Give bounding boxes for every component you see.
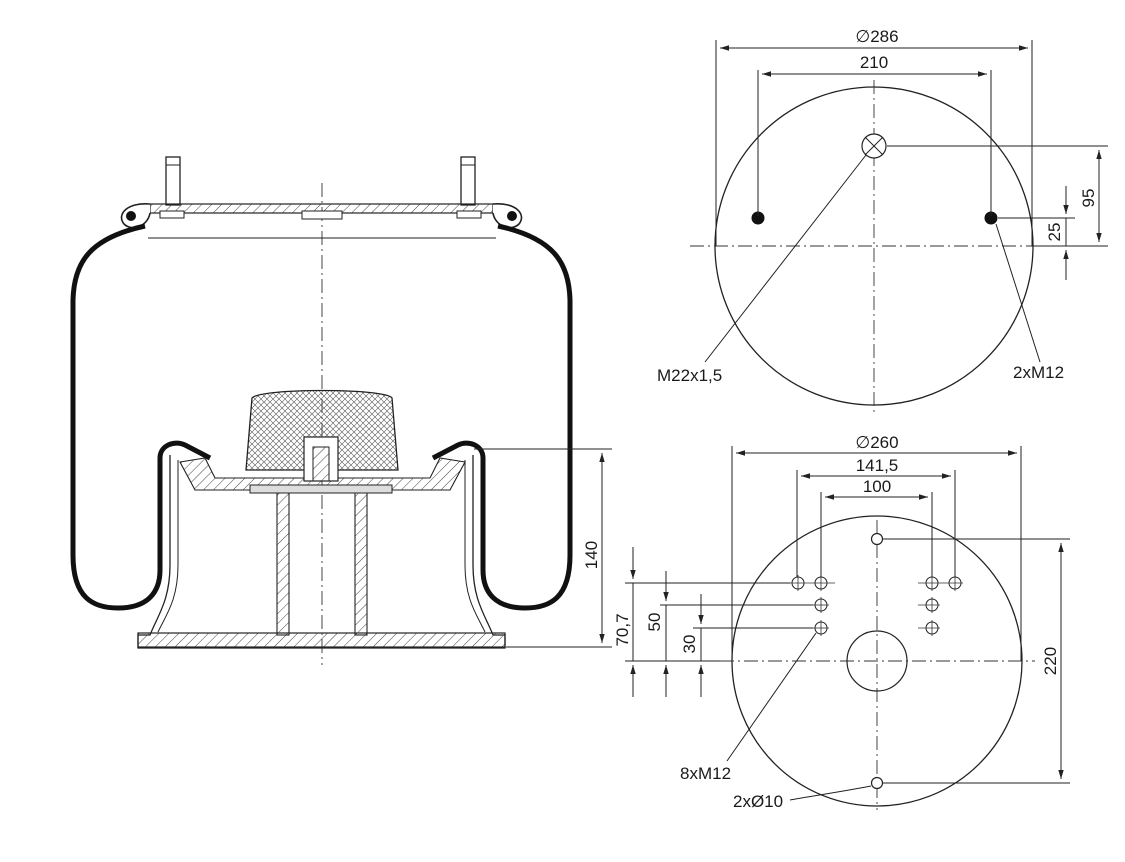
- dim-outer-hole-spacing: 141,5: [856, 456, 899, 475]
- bolt-hole-left: [751, 211, 765, 225]
- dim-locator-spacing-220: 220: [1041, 647, 1060, 675]
- top-plate: [120, 203, 523, 239]
- dim-bolt-spacing: 210: [860, 53, 888, 72]
- dim-row1-70-7: 70,7: [613, 613, 632, 646]
- top-studs: [165, 156, 476, 206]
- side-section-view: 140: [70, 156, 612, 665]
- dim-row3-30: 30: [680, 635, 699, 654]
- bottom-plate-view: ∅260 141,5 100 220 70,7 50 30: [613, 433, 1070, 811]
- dim-top-diameter: ∅286: [855, 27, 898, 46]
- label-center-thread: M22x1,5: [657, 366, 722, 385]
- label-locator-holes: 2xØ10: [733, 792, 783, 811]
- dim-bolt-offset-25: 25: [1045, 223, 1064, 242]
- center-thread-hole: [861, 133, 887, 159]
- piston: [137, 389, 506, 649]
- top-plate-view: ∅286 210 95 25 M22x1,5 2xM12: [657, 27, 1108, 415]
- threaded-holes: [790, 575, 963, 636]
- label-bolts: 2xM12: [1013, 363, 1064, 382]
- center-bore: [846, 630, 908, 692]
- dim-inner-hole-spacing: 100: [863, 477, 891, 496]
- dim-height-140: 140: [582, 541, 601, 569]
- dim-bottom-diameter: ∅260: [855, 433, 898, 452]
- dim-row2-50: 50: [645, 613, 664, 632]
- locator-hole-top: [870, 532, 884, 546]
- rubber-bellow: [70, 223, 573, 611]
- bolt-hole-right: [984, 211, 998, 225]
- dim-vertical-95: 95: [1079, 189, 1098, 208]
- height-dimension: 140: [474, 448, 612, 648]
- locator-hole-bottom: [870, 776, 884, 790]
- label-threaded-holes: 8xM12: [680, 764, 731, 783]
